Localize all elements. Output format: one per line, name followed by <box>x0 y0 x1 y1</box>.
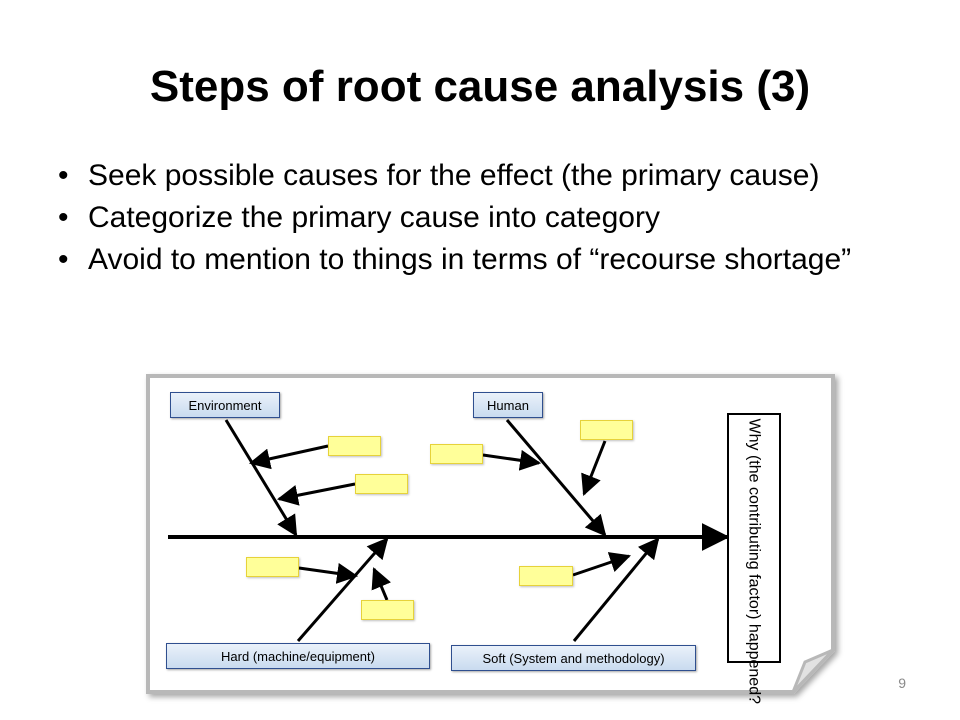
paper-fold <box>791 648 835 694</box>
sub-arrow <box>248 444 329 470</box>
bullet-item: Categorize the primary cause into catego… <box>58 202 888 235</box>
category-hard: Hard (machine/equipment) <box>166 643 430 669</box>
bone-hard <box>296 537 389 642</box>
sticky-note <box>519 566 573 586</box>
category-human: Human <box>473 392 543 418</box>
sticky-note <box>361 600 414 620</box>
slide-title: Steps of root cause analysis (3) <box>149 62 811 111</box>
sticky-note <box>246 557 299 577</box>
sub-arrow <box>276 482 356 506</box>
category-soft: Soft (System and methodology) <box>451 645 696 671</box>
effect-text: Why (the contributing factor) happened? <box>745 418 763 704</box>
bullet-item: Avoid to mention to things in terms of “… <box>58 244 888 277</box>
bone-human <box>505 419 607 537</box>
sub-arrow <box>298 562 359 584</box>
sticky-note <box>580 420 633 440</box>
bullet-list: Seek possible causes for the effect (the… <box>58 160 888 286</box>
sub-arrow <box>482 449 542 471</box>
bullet-item: Seek possible causes for the effect (the… <box>58 160 888 193</box>
category-environment: Environment <box>170 392 280 418</box>
sticky-note <box>328 436 381 456</box>
sub-arrow <box>371 567 391 601</box>
sticky-note <box>430 444 483 464</box>
bone-soft <box>572 537 660 642</box>
effect-box: Why (the contributing factor) happened? <box>727 413 781 704</box>
sticky-note <box>355 474 408 494</box>
bone-environment <box>224 419 298 537</box>
sub-arrow <box>581 440 607 496</box>
sub-arrow <box>572 552 631 577</box>
page-number: 9 <box>898 675 906 691</box>
